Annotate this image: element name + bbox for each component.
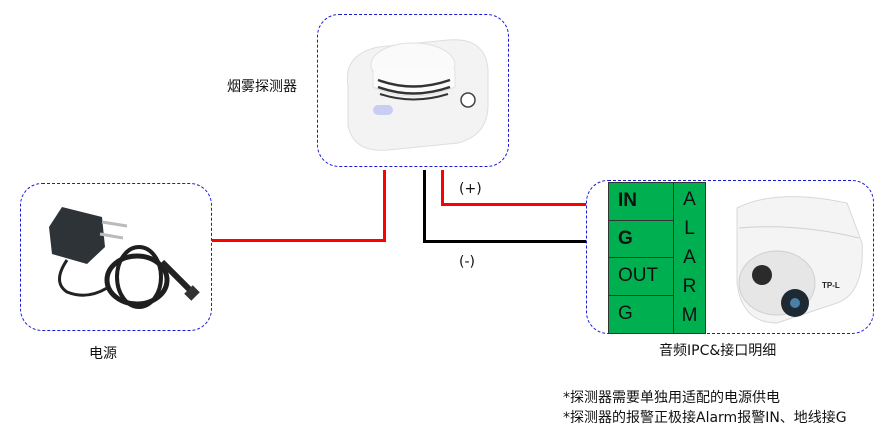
power-adapter-icon [49, 207, 200, 309]
alarm-letter: R [682, 276, 697, 298]
alarm-group-label: A L A R M [674, 183, 705, 333]
negative-wire-vertical [423, 170, 426, 243]
smoke-detector-label: 烟雾探测器 [227, 79, 297, 95]
alarm-letter: A [683, 246, 696, 268]
power-supply-box [20, 183, 212, 331]
dome-camera-icon: TP-L [736, 196, 863, 324]
notes: *探测器需要单独用适配的电源供电 *探测器的报警正极接Alarm报警IN、地线接… [563, 388, 847, 428]
note-line: *探测器需要单独用适配的电源供电 [563, 390, 780, 406]
power-wire-horizontal [212, 239, 386, 242]
ipc-box: TP-L [586, 180, 874, 334]
positive-wire-vertical [441, 170, 444, 206]
alarm-letter: L [684, 217, 695, 239]
positive-wire-horizontal [441, 203, 586, 206]
smoke-detector-box [317, 14, 509, 167]
terminal-in: IN [609, 183, 673, 221]
note-line: *探测器的报警正极接Alarm报警IN、地线接G [563, 410, 847, 426]
power-wire-vertical [383, 170, 386, 242]
terminal-list: IN G OUT G [609, 183, 674, 333]
alarm-terminal-panel: IN G OUT G A L A R M [608, 182, 706, 334]
negative-wire-label: (-) [459, 254, 475, 270]
alarm-letter: M [681, 305, 698, 327]
terminal-g: G [609, 221, 673, 258]
ipc-label: 音频IPC&接口明细 [659, 343, 777, 359]
positive-wire-label: (+) [459, 181, 482, 197]
terminal-g-2: G [618, 303, 633, 325]
negative-wire-horizontal [423, 240, 586, 243]
alarm-letter: A [683, 188, 696, 210]
smoke-detector-icon [346, 39, 489, 151]
svg-text:TP-L: TP-L [822, 281, 840, 290]
terminal-out: OUT [609, 258, 673, 296]
power-supply-label: 电源 [89, 346, 117, 362]
